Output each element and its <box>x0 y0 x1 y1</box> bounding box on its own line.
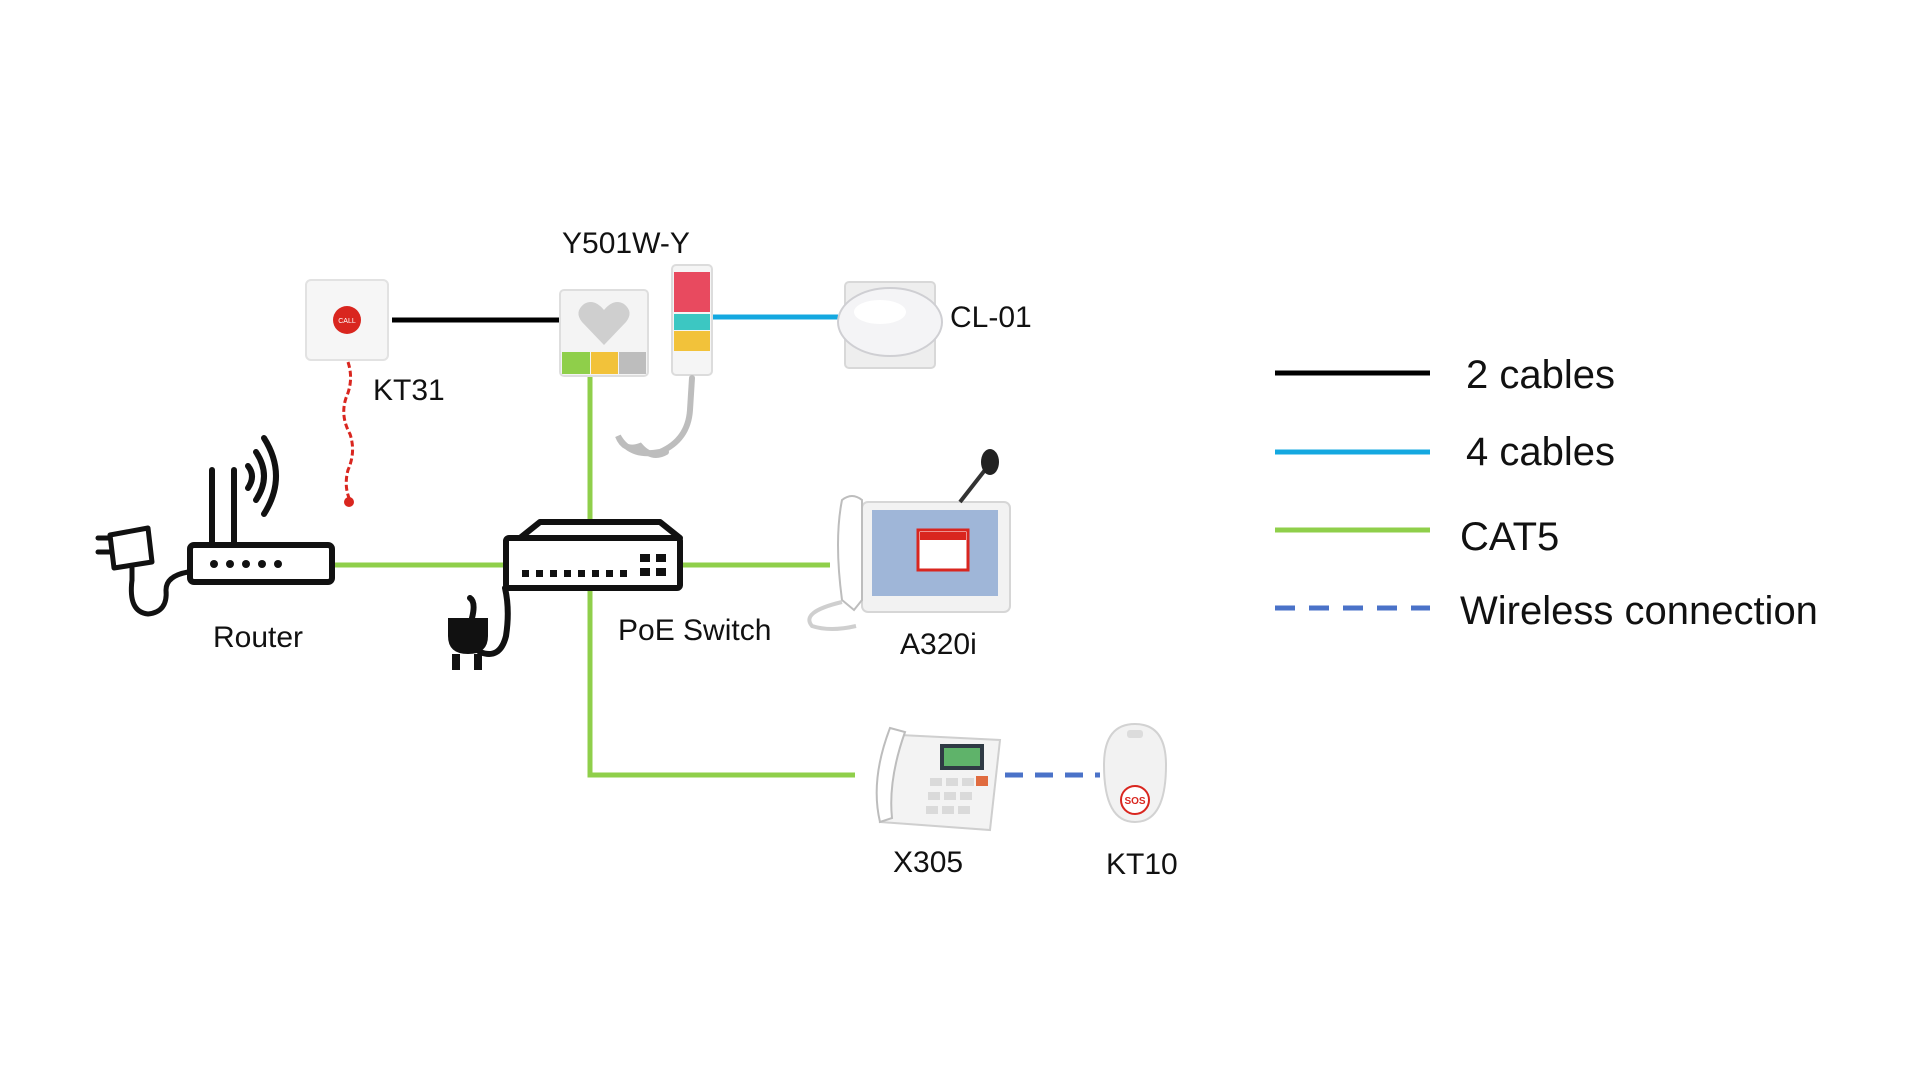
link-switch-x305 <box>587 590 855 778</box>
pull-cord-icon <box>342 361 355 499</box>
sos-button <box>1120 785 1150 815</box>
y501w-device[interactable] <box>559 264 713 458</box>
device-labels: Y501W-Y KT31 CL-01 Router PoE Switch A32… <box>213 227 1178 881</box>
legend-label-four-cables: 4 cables <box>1466 430 1615 474</box>
corridor-light-highlight <box>854 300 906 324</box>
x305-keypad <box>926 778 974 814</box>
x305-device[interactable] <box>875 726 1002 832</box>
label-kt10: KT10 <box>1106 848 1178 881</box>
pendant-loop <box>1127 730 1143 738</box>
gooseneck-mic-icon <box>958 468 987 504</box>
call-button-icon <box>333 306 361 334</box>
switch-front-face <box>503 535 683 591</box>
label-router: Router <box>213 621 303 654</box>
a320i-alert-bar <box>920 532 966 540</box>
kt31-button-text: CALL <box>338 318 356 325</box>
label-x305: X305 <box>893 846 963 879</box>
coiled-cord-icon <box>615 375 695 458</box>
handset-teal-key <box>674 314 710 330</box>
router-device[interactable] <box>95 435 335 617</box>
label-y501w: Y501W-Y <box>562 227 690 260</box>
sos-pendant-icon <box>1102 722 1168 824</box>
legend-label-cat5: CAT5 <box>1460 515 1559 559</box>
label-kt31: KT31 <box>373 374 445 407</box>
y501w-key-gray <box>619 352 646 374</box>
mic-head <box>981 449 999 475</box>
a320i-device[interactable] <box>807 449 1011 631</box>
label-poe-switch: PoE Switch <box>618 614 771 647</box>
switch-ports <box>522 554 666 577</box>
label-a320i: A320i <box>900 628 977 661</box>
power-plug-icon <box>448 585 511 670</box>
handset-yellow-key <box>674 331 710 351</box>
cl01-device[interactable] <box>837 281 943 369</box>
kt10-device[interactable]: SOS <box>1102 722 1168 824</box>
router-port-leds <box>210 560 282 568</box>
label-cl01: CL-01 <box>950 301 1032 334</box>
y501w-key-yellow <box>591 352 618 374</box>
kt10-button-text: SOS <box>1124 796 1145 807</box>
kt31-device[interactable]: CALL <box>305 279 389 507</box>
handset-red-key <box>674 272 710 312</box>
x305-screen-content <box>944 748 980 766</box>
speaker-grille-icon <box>578 302 630 345</box>
x305-handset-icon <box>875 726 907 824</box>
handset-icon <box>837 495 863 612</box>
legend: 2 cables 4 cables CAT5 Wireless connecti… <box>1275 353 1818 633</box>
x305-red-key <box>976 776 988 786</box>
pull-cord-handle-icon <box>344 497 354 507</box>
y501w-key-green <box>562 352 590 374</box>
power-adapter-icon <box>95 525 191 617</box>
wifi-signal-icon <box>245 435 279 517</box>
connections <box>332 314 1100 778</box>
poe-switch-device[interactable] <box>448 519 683 670</box>
legend-label-two-cables: 2 cables <box>1466 353 1615 397</box>
legend-label-wireless: Wireless connection <box>1460 589 1818 633</box>
a320i-cord <box>807 600 857 631</box>
